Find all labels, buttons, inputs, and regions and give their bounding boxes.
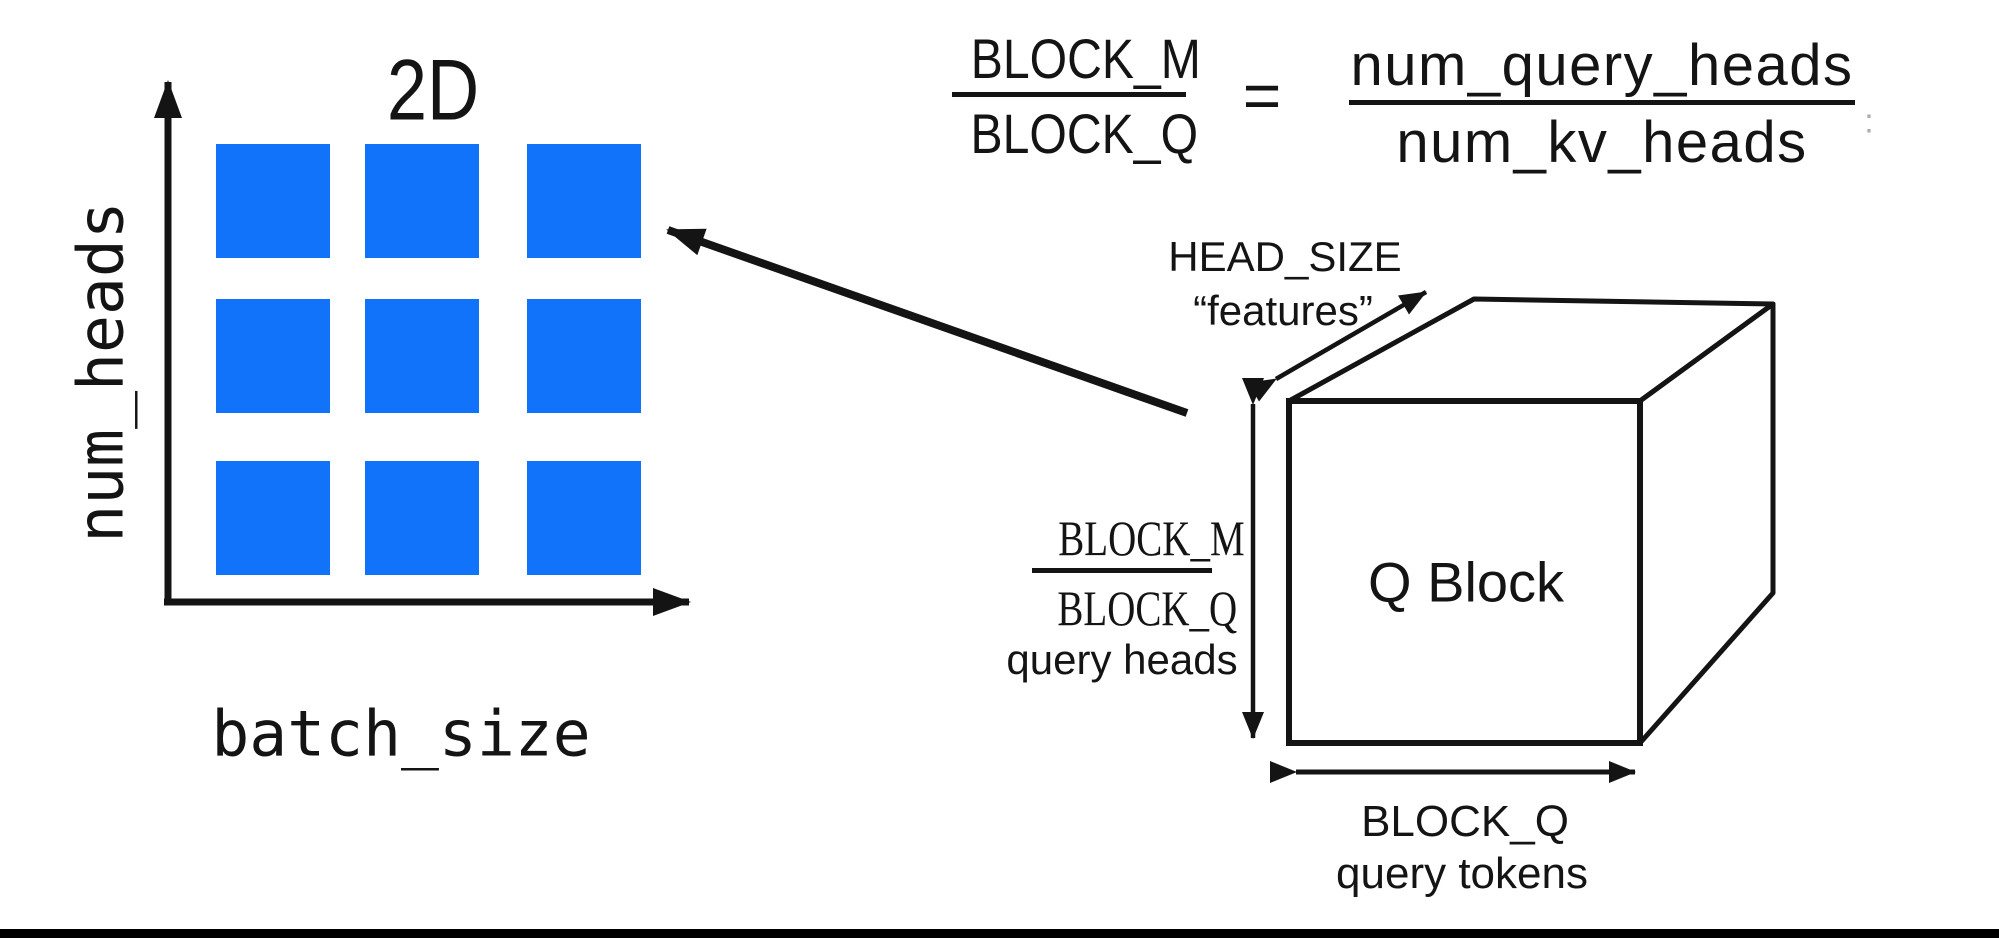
formula-lhs-numerator-text: BLOCK_M (970, 27, 1201, 90)
query-heads-caption: query heads (1006, 636, 1238, 683)
grid-square (216, 144, 330, 258)
stray-mark: : (1864, 102, 1874, 141)
bottom-edge-bar (0, 929, 1999, 938)
plot-title: 2D (378, 42, 488, 141)
formula-rhs-numerator: num_query_heads (1349, 34, 1855, 105)
formula-lhs-denominator: BLOCK_Q (952, 97, 1199, 165)
features-label: “features” (1193, 287, 1373, 334)
formula-lhs-numerator: BLOCK_M (952, 28, 1201, 97)
cube-front-face (1286, 398, 1643, 746)
grid-square (527, 461, 641, 575)
formula-rhs-denominator: num_kv_heads (1349, 105, 1855, 175)
grid-square (365, 461, 479, 575)
grid-square (216, 461, 330, 575)
grid-square (527, 299, 641, 413)
y-axis-label: num_heads (64, 201, 138, 543)
height-dim-denominator: BLOCK_Q (1032, 573, 1237, 638)
grid-square (527, 144, 641, 258)
height-dim-fraction: BLOCK_M BLOCK_Q (1032, 508, 1245, 638)
x-axis-label: batch_size (211, 697, 591, 771)
grid-square (216, 299, 330, 413)
formula-rhs-denominator-text: num_kv_heads (1396, 110, 1808, 175)
cube-to-grid-arrow (666, 226, 1189, 417)
equals-sign: = (1242, 58, 1282, 132)
head-size-label: HEAD_SIZE (1168, 233, 1402, 280)
plot-title-text: 2D (386, 42, 480, 139)
grid-square (365, 144, 479, 258)
height-dim-numerator-text: BLOCK_M (1058, 510, 1245, 566)
formula-rhs-fraction: num_query_heads num_kv_heads (1349, 34, 1855, 175)
height-dim-numerator: BLOCK_M (1032, 508, 1245, 573)
q-block-label: Q Block (1367, 550, 1565, 614)
block-q-width-label: BLOCK_Q (1361, 797, 1569, 846)
height-dim-denominator-text: BLOCK_Q (1057, 580, 1238, 636)
formula-rhs-numerator-text: num_query_heads (1350, 33, 1854, 98)
query-tokens-caption: query tokens (1336, 849, 1588, 898)
formula-lhs-fraction: BLOCK_M BLOCK_Q (952, 28, 1201, 165)
grid-square (365, 299, 479, 413)
head-size-dim-arrow (1247, 290, 1428, 402)
formula-lhs-denominator-text: BLOCK_Q (970, 102, 1199, 165)
